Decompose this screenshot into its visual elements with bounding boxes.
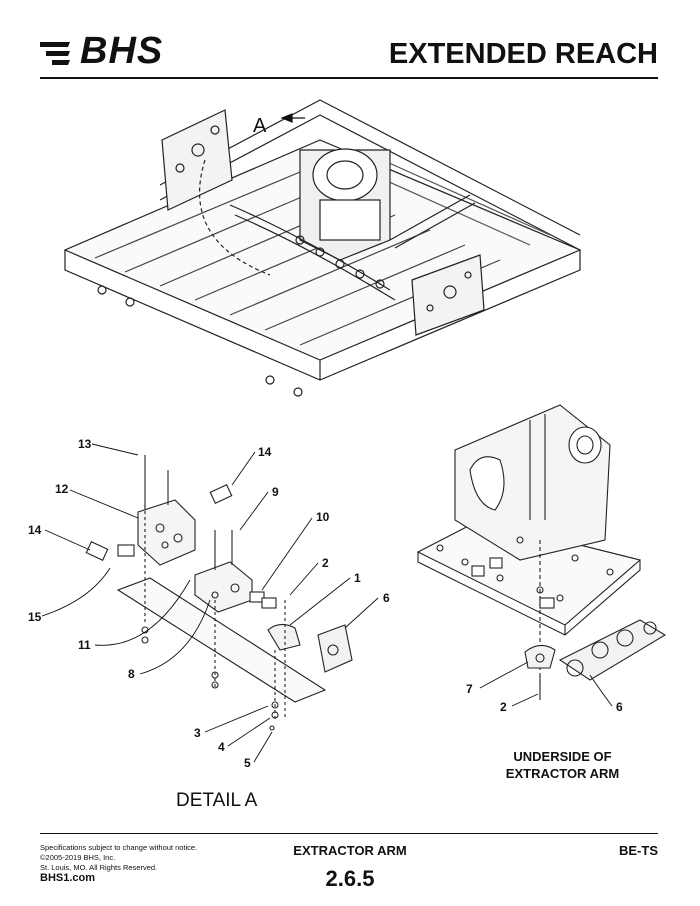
header-divider [40, 77, 658, 79]
underside-label: UNDERSIDE OF EXTRACTOR ARM [490, 748, 635, 782]
callout-3: 3 [194, 726, 201, 740]
footer-divider [40, 833, 658, 834]
callout-2-underside: 2 [500, 700, 507, 714]
callout-6: 6 [383, 591, 390, 605]
callout-14-upper: 14 [258, 445, 272, 459]
callout-10: 10 [316, 510, 330, 524]
legal-line-1: Specifications subject to change without… [40, 843, 198, 852]
bhs-logo-icon [40, 42, 70, 65]
legal-notice: Specifications subject to change without… [40, 843, 197, 873]
underside-label-line1: UNDERSIDE OF [513, 749, 612, 764]
callout-14-lower: 14 [28, 523, 42, 537]
callout-2: 2 [322, 556, 329, 570]
callout-1: 1 [354, 571, 361, 585]
legal-line-2: ©2005-2019 BHS, Inc. [40, 853, 116, 862]
detail-a-label: DETAIL A [176, 790, 258, 811]
callout-7: 7 [466, 682, 473, 696]
underside-label-line2: EXTRACTOR ARM [505, 766, 620, 781]
page-number: 2.6.5 [325, 866, 375, 891]
callout-11: 11 [78, 638, 91, 652]
document-code: BE-TS [619, 843, 658, 858]
legal-line-3: St. Louis, MO. All Rights Reserved. [40, 863, 158, 872]
callout-13: 13 [78, 437, 92, 451]
callout-6-underside: 6 [616, 700, 623, 714]
logo-text: BHS [80, 30, 164, 72]
footer-section: EXTRACTOR ARM 2.6.5 [280, 843, 420, 892]
website-link[interactable]: BHS1.com [40, 872, 96, 884]
callout-12: 12 [55, 482, 69, 496]
callout-15: 15 [28, 610, 42, 624]
view-marker: A [253, 115, 267, 137]
page-title: EXTENDED REACH [388, 38, 658, 70]
section-title: EXTRACTOR ARM [293, 843, 407, 858]
callout-8: 8 [128, 667, 135, 681]
callout-5: 5 [244, 756, 251, 770]
callout-9: 9 [272, 485, 279, 499]
callout-4: 4 [218, 740, 225, 754]
